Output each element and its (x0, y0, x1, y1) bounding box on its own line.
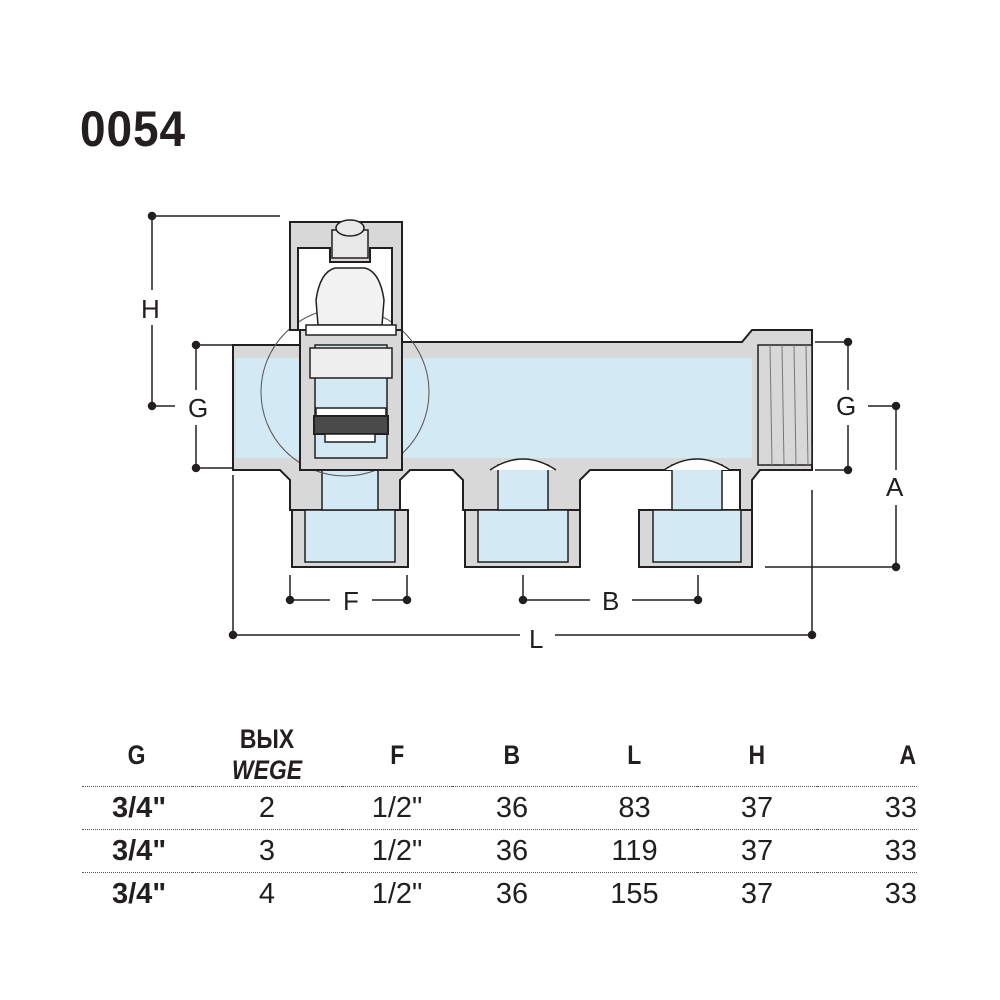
outlet-3 (638, 458, 753, 568)
dim-label-h: H (141, 294, 160, 324)
cell-ways: 3 (192, 829, 342, 873)
outlet-2 (464, 458, 581, 568)
cell-g: 3/4" (112, 791, 167, 824)
dim-label-f: F (343, 586, 359, 616)
dimension-lines (147, 211, 901, 640)
manifold-drawing: H G G A F B L (141, 211, 904, 654)
cell-g: 3/4" (82, 829, 192, 873)
cell-h: 37 (740, 791, 774, 824)
table-row: 3/4" 4 1/2" 36 155 37 33 (82, 872, 917, 915)
product-code-title: 0054 (80, 101, 187, 157)
dim-label-b: B (602, 586, 619, 616)
cell-b: 36 (452, 829, 572, 873)
col-h: H (697, 724, 817, 787)
dim-label-g-left: G (188, 393, 208, 423)
cell-h: 37 (697, 829, 817, 873)
cell-h: 37 (697, 872, 817, 915)
dim-label-l: L (529, 624, 543, 654)
cell-l: 119 (572, 829, 697, 873)
col-l: L (572, 724, 697, 787)
valve-insert (260, 307, 430, 477)
table-header-row: G ВЫХ WEGE F B L H A (82, 724, 917, 787)
dimensions-table: G ВЫХ WEGE F B L H A 3/4" 2 1/2" 36 83 3… (82, 724, 917, 915)
valve-handle (289, 219, 403, 336)
outlet-1 (291, 457, 409, 568)
cell-f: 1/2" (342, 829, 452, 873)
cell-a: 33 (817, 872, 917, 915)
table-row: 3/4" 3 1/2" 36 119 37 33 (82, 829, 917, 873)
cell-b: 36 (452, 872, 572, 915)
dim-label-a: A (886, 472, 904, 502)
col-b: B (452, 724, 572, 787)
cell-f: 1/2" (342, 872, 452, 915)
col-g: G (82, 724, 192, 787)
cell-l: 83 (618, 791, 651, 824)
col-ways: ВЫХ WEGE (192, 724, 342, 787)
cell-ways: 4 (192, 872, 342, 915)
cell-f: 1/2" (371, 791, 423, 824)
cell-a: 33 (884, 791, 917, 824)
cell-g: 3/4" (82, 872, 192, 915)
cell-l: 155 (572, 872, 697, 915)
manifold-body (232, 219, 813, 568)
table-row: 3/4" 2 1/2" 36 83 37 33 (82, 787, 917, 830)
col-a: A (817, 724, 917, 787)
dim-label-g-right: G (836, 391, 856, 421)
cell-a: 33 (817, 829, 917, 873)
col-f: F (342, 724, 452, 787)
cell-ways: 2 (258, 791, 276, 824)
cell-b: 36 (495, 791, 529, 824)
